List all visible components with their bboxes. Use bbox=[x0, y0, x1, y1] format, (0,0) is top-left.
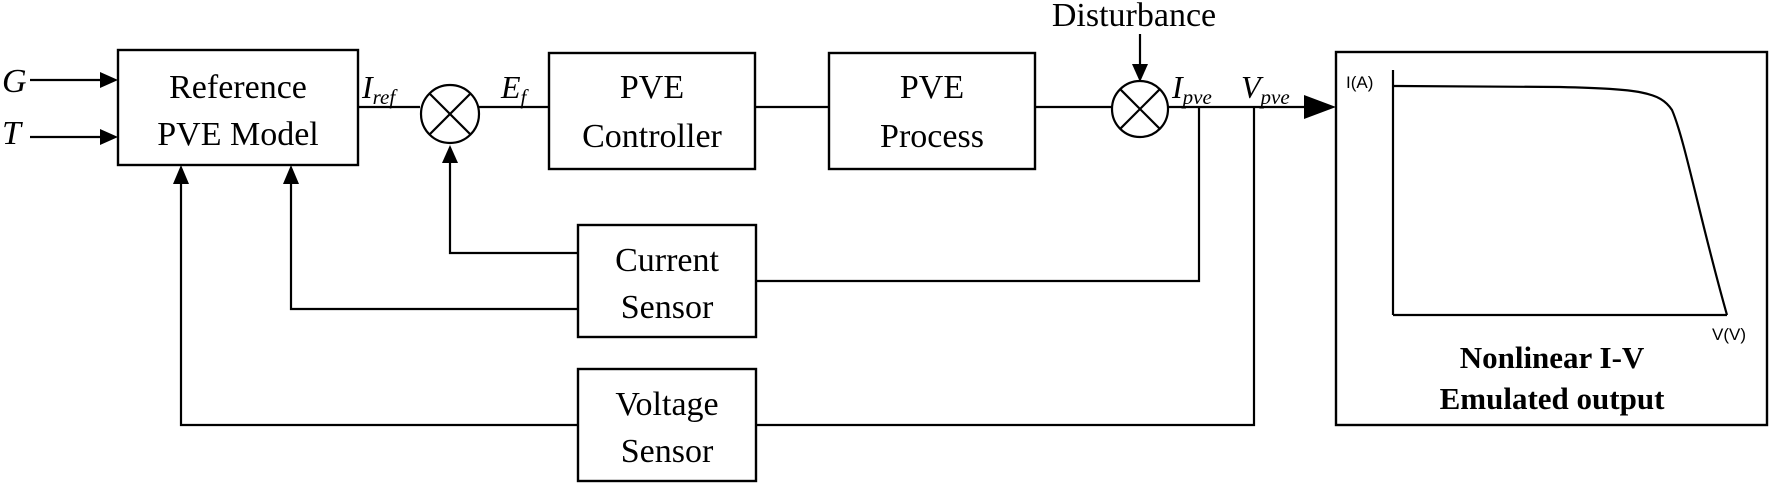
current-sensor-block: Current Sensor bbox=[576, 223, 758, 339]
input-g-arrow bbox=[30, 72, 118, 88]
pve-process-block: PVE Process bbox=[827, 51, 1037, 171]
ipve-label: Ipve bbox=[1171, 69, 1212, 109]
pve-controller-block: PVE Controller bbox=[547, 51, 757, 171]
reference-model-line2: PVE Model bbox=[157, 116, 319, 153]
output-caption-line2: Emulated output bbox=[1440, 381, 1665, 416]
current-sensor-line1: Current bbox=[615, 242, 719, 279]
iv-curve bbox=[1392, 84, 1729, 316]
iv-y-axis-label: I(A) bbox=[1346, 73, 1373, 92]
pve-controller-line1: PVE bbox=[620, 69, 684, 106]
current-feedback-line bbox=[756, 107, 1201, 283]
current-sensor-line2: Sensor bbox=[621, 289, 714, 326]
voltage-sensor-line1: Voltage bbox=[615, 386, 718, 423]
pve-process-line1: PVE bbox=[900, 69, 964, 106]
current-to-junction-arrowhead bbox=[442, 145, 458, 163]
voltage-feedback-line bbox=[756, 107, 1256, 427]
voltage-sensor-line2: Sensor bbox=[621, 433, 714, 470]
ef-label: Ef bbox=[500, 69, 530, 109]
output-caption-line1: Nonlinear I-V bbox=[1460, 340, 1645, 375]
input-t-arrow bbox=[30, 129, 118, 145]
input-t-label: T bbox=[2, 115, 23, 152]
iref-label: Iref bbox=[361, 69, 398, 109]
voltage-sensor-block: Voltage Sensor bbox=[576, 367, 758, 483]
vpve-label: Vpve bbox=[1241, 69, 1290, 109]
summing-junction-1 bbox=[419, 83, 481, 145]
current-to-reference-arrowhead bbox=[283, 165, 299, 184]
disturbance-label: Disturbance bbox=[1052, 0, 1216, 34]
pve-process-line2: Process bbox=[880, 118, 984, 155]
voltage-to-reference-line bbox=[179, 184, 578, 427]
reference-pve-model-block: Reference PVE Model bbox=[116, 48, 360, 167]
current-to-junction-line bbox=[448, 163, 578, 255]
current-to-reference-line bbox=[289, 184, 578, 311]
iv-x-axis-label: V(V) bbox=[1712, 325, 1746, 344]
voltage-to-reference-arrowhead bbox=[173, 165, 189, 184]
emulated-output-panel: I(A) V(V) Nonlinear I-V Emulated output bbox=[1334, 50, 1769, 427]
input-g-label: G bbox=[2, 63, 27, 100]
disturbance-arrow bbox=[1132, 34, 1148, 82]
summing-junction-2 bbox=[1110, 79, 1170, 139]
reference-model-line1: Reference bbox=[169, 69, 307, 106]
pve-controller-line2: Controller bbox=[582, 118, 722, 155]
output-arrow bbox=[1168, 95, 1336, 119]
